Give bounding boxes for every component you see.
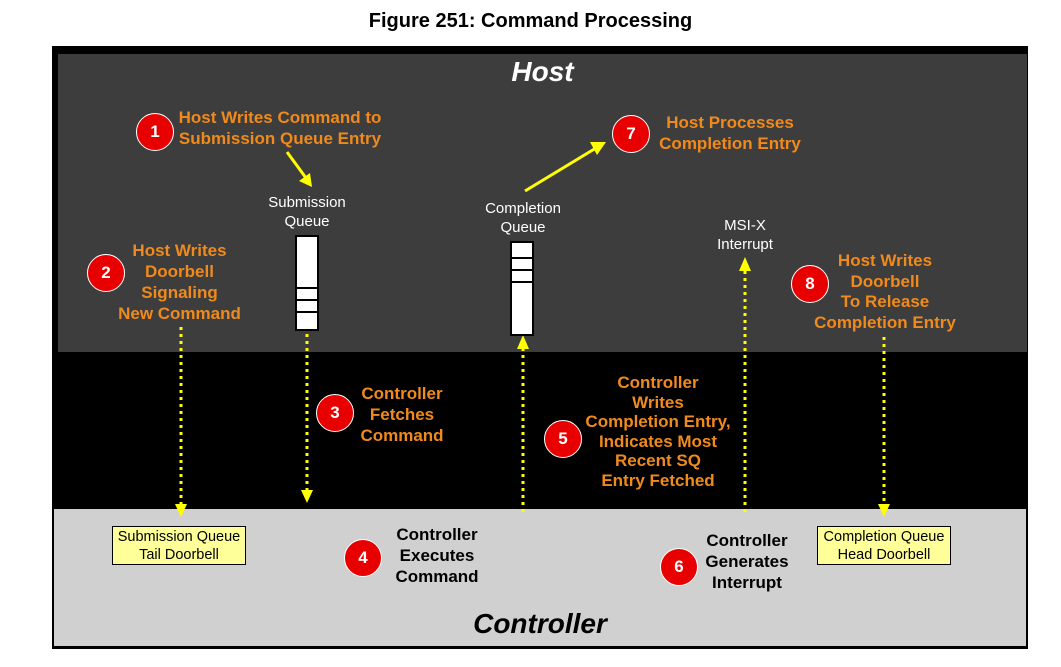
completion-queue — [510, 241, 534, 336]
arrow-step8-doorbell — [878, 337, 890, 517]
step-4-badge: 4 — [344, 539, 382, 577]
submission-queue — [295, 235, 319, 331]
host-title: Host — [511, 56, 574, 87]
arrow-step3-fetch — [301, 334, 313, 503]
arrow-step6-interrupt — [739, 257, 751, 512]
step-1-badge: 1 — [136, 113, 174, 151]
step-2-badge: 2 — [87, 254, 125, 292]
host-region — [58, 54, 1027, 352]
step-7-badge: 7 — [612, 115, 650, 153]
arrow-step5-completion — [517, 335, 529, 512]
step-3-badge: 3 — [316, 394, 354, 432]
arrow-step1-write — [285, 151, 312, 187]
step-5-badge: 5 — [544, 420, 582, 458]
arrow-step2-doorbell — [175, 327, 187, 517]
figure-title: Figure 251: Command Processing — [368, 10, 693, 32]
controller-title: Controller — [473, 608, 607, 639]
step-8-badge: 8 — [791, 265, 829, 303]
arrow-step7-process — [524, 142, 606, 193]
step-6-badge: 6 — [660, 548, 698, 586]
